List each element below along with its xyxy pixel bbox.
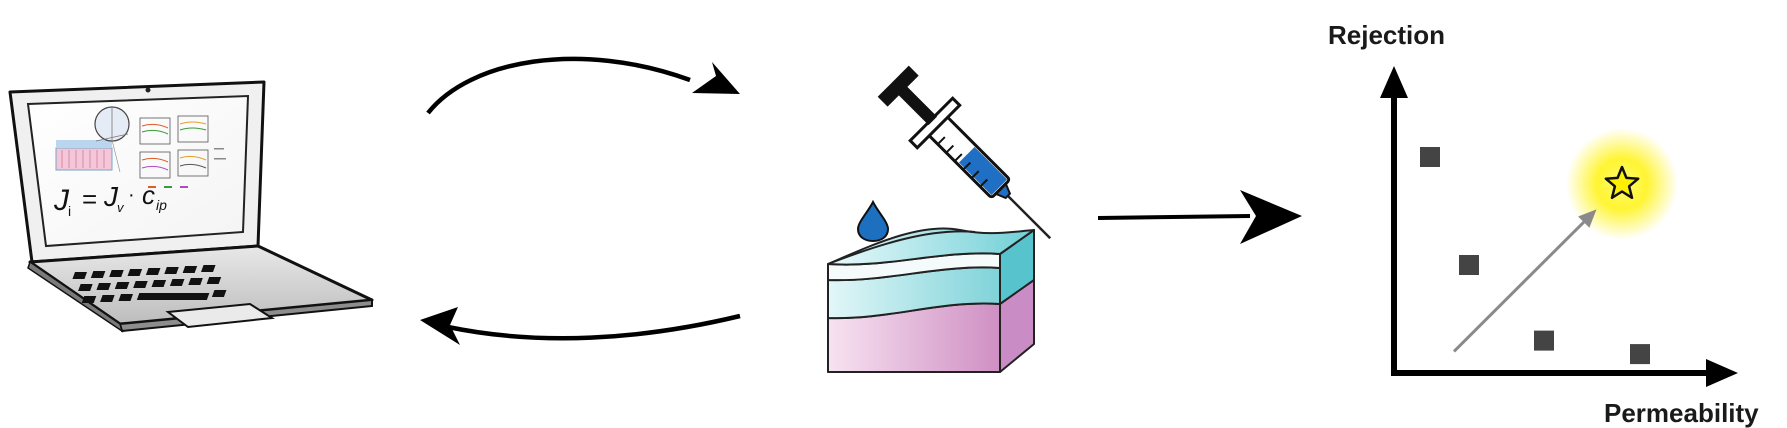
right-arrow: [1097, 190, 1302, 244]
equation-equals: =: [82, 184, 97, 214]
screen-content: J i = J v · c ip: [53, 106, 226, 219]
equation-subscript-v: v: [117, 200, 125, 215]
data-point-1: [1420, 147, 1440, 167]
improvement-arrow: [1452, 216, 1590, 353]
x-axis-arrowhead: [1706, 359, 1738, 387]
data-point-4: [1630, 344, 1650, 365]
equation-J: J: [53, 184, 70, 217]
equation-Jv: J: [103, 181, 119, 212]
equation-subscript-ip: ip: [156, 197, 167, 213]
top-curved-arrow: [426, 56, 740, 115]
equation-subscript-i: i: [68, 203, 71, 219]
data-point-3: [1534, 330, 1554, 351]
tradeoff-plot: Rejection Permeability: [1328, 20, 1759, 428]
bottom-curved-arrow: [420, 307, 741, 345]
data-point-2: [1459, 255, 1479, 275]
syringe-icon: [877, 65, 1052, 240]
improvement-arrowhead: [1578, 209, 1597, 228]
target-star-icon: [1604, 165, 1640, 200]
y-axis-arrowhead: [1380, 66, 1408, 98]
laptop-icon: J i = J v · c ip: [8, 80, 374, 333]
keyboard: [72, 265, 227, 303]
y-axis-label: Rejection: [1328, 20, 1445, 50]
data-points: [1420, 147, 1650, 365]
x-axis-label: Permeability: [1604, 398, 1759, 428]
equation-dot: ·: [128, 184, 135, 206]
droplet-icon: [856, 199, 890, 243]
flux-equation: J i = J v · c ip: [53, 180, 167, 219]
equation-c: c: [142, 180, 155, 210]
target-region: [1452, 128, 1678, 353]
membrane-block-icon: [827, 227, 1035, 374]
